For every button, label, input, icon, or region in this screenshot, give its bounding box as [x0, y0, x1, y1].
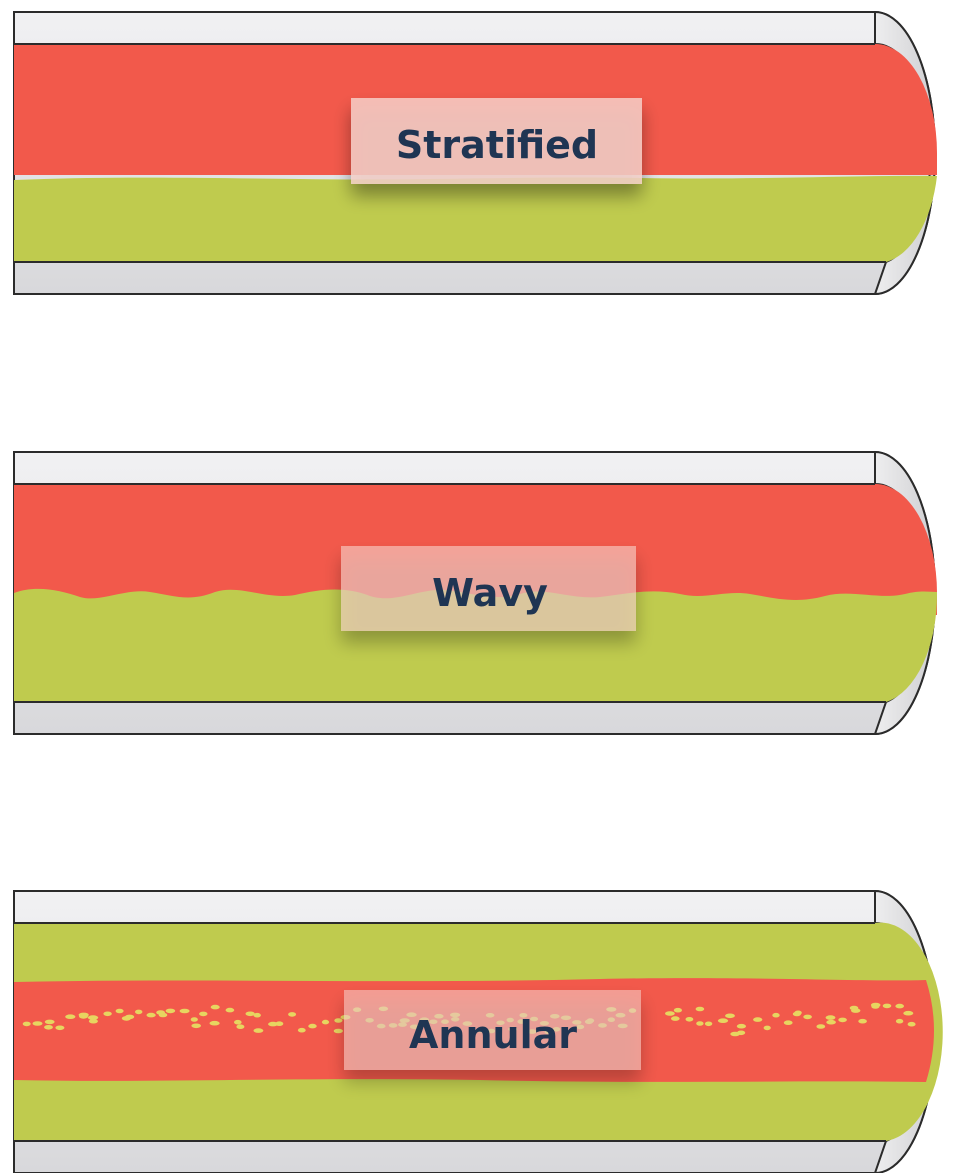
droplet: [696, 1021, 704, 1026]
droplet: [268, 1021, 278, 1027]
droplet: [737, 1030, 746, 1036]
droplet: [717, 1018, 729, 1023]
droplet: [753, 1017, 763, 1022]
droplet: [253, 1028, 264, 1033]
droplet: [895, 1003, 904, 1009]
droplet: [333, 1028, 343, 1034]
droplet: [65, 1014, 76, 1019]
droplet: [199, 1011, 208, 1017]
droplet: [210, 1004, 220, 1010]
flow-label-box: [351, 98, 642, 184]
panel-stratified: Stratified: [13, 10, 937, 296]
flow-label-wavy: Wavy: [432, 571, 548, 615]
droplet: [275, 1021, 284, 1026]
droplet: [858, 1018, 867, 1024]
droplet: [870, 1002, 881, 1008]
droplet: [772, 1012, 780, 1018]
flow-label-box: [341, 546, 636, 631]
droplet: [803, 1014, 812, 1020]
droplet: [191, 1023, 201, 1029]
droplet: [44, 1019, 55, 1025]
droplet: [190, 1017, 198, 1022]
panel-annular: Annular: [13, 889, 943, 1173]
droplet: [334, 1018, 343, 1023]
droplet: [253, 1012, 261, 1018]
droplet: [288, 1012, 297, 1017]
droplet: [115, 1008, 124, 1014]
droplet: [671, 1016, 680, 1021]
flow-label-annular: Annular: [409, 1013, 577, 1057]
liquid-phase: [14, 175, 937, 262]
droplet: [725, 1013, 735, 1019]
panel-wavy: Wavy: [13, 450, 938, 736]
droplet: [851, 1008, 861, 1013]
droplet: [209, 1020, 220, 1026]
droplet: [903, 1010, 914, 1016]
droplet: [44, 1025, 53, 1030]
droplet: [88, 1018, 98, 1024]
flow-label-box: [344, 990, 641, 1070]
droplet: [816, 1024, 826, 1029]
droplet: [673, 1007, 683, 1013]
droplet: [245, 1011, 255, 1017]
droplet: [792, 1011, 802, 1017]
droplet: [79, 1014, 88, 1019]
droplet: [32, 1021, 43, 1026]
droplet: [87, 1015, 99, 1020]
droplet: [179, 1008, 190, 1014]
droplet: [704, 1021, 713, 1027]
droplet: [907, 1021, 916, 1027]
droplet: [736, 1023, 747, 1029]
droplet: [236, 1024, 245, 1029]
droplet: [826, 1019, 836, 1025]
droplet: [125, 1014, 135, 1020]
droplet: [135, 1009, 143, 1015]
droplet: [882, 1003, 892, 1009]
flow-label-stratified: Stratified: [396, 123, 598, 167]
droplet: [22, 1021, 31, 1027]
droplet: [158, 1012, 168, 1018]
droplet: [895, 1018, 904, 1024]
droplet: [665, 1011, 675, 1016]
droplet: [838, 1017, 847, 1023]
droplet: [103, 1011, 112, 1017]
droplet: [225, 1007, 235, 1013]
droplet: [146, 1012, 156, 1018]
droplet: [308, 1023, 317, 1029]
droplet: [234, 1019, 242, 1025]
liquid-phase: [14, 588, 938, 702]
droplet: [783, 1020, 793, 1025]
droplet: [321, 1019, 330, 1025]
droplet: [55, 1025, 65, 1031]
droplet: [695, 1006, 705, 1012]
droplet: [825, 1015, 836, 1020]
droplet: [763, 1025, 771, 1031]
droplet: [685, 1017, 694, 1022]
droplet: [165, 1008, 176, 1014]
droplet: [297, 1027, 306, 1033]
